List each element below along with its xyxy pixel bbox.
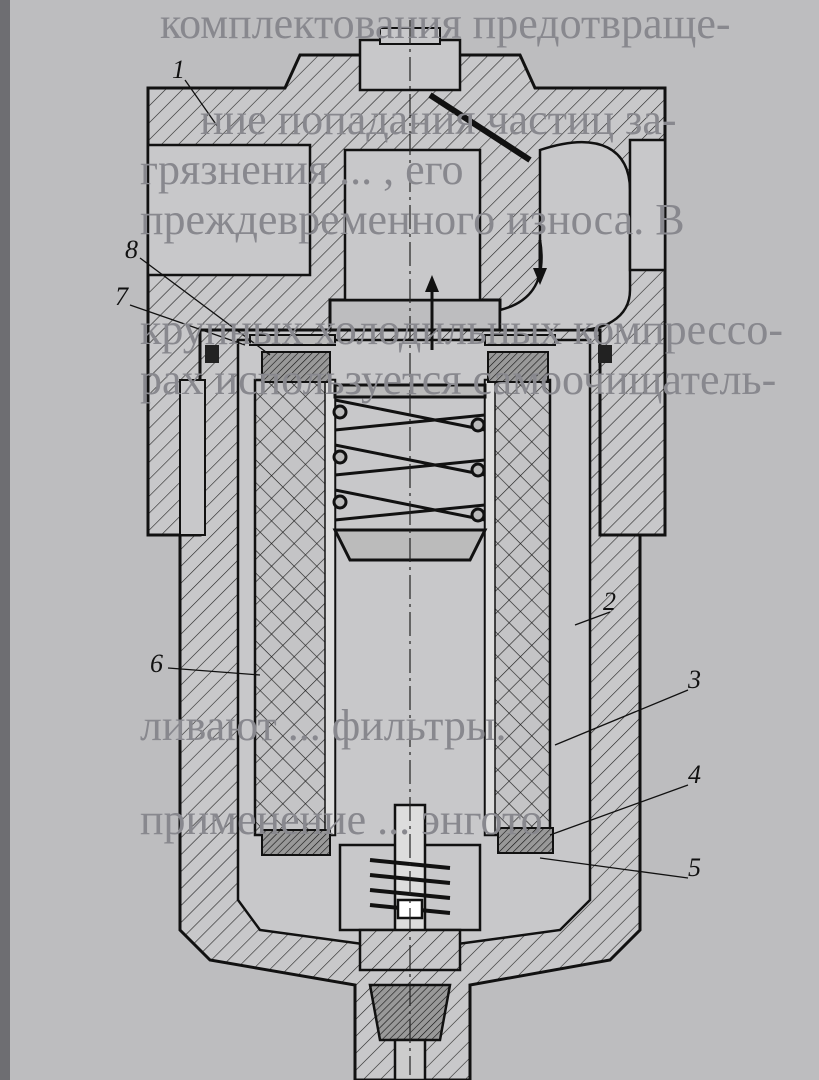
label-3: 3 — [687, 665, 701, 694]
label-7: 7 — [115, 282, 129, 311]
page-edge — [0, 0, 10, 1080]
label-4: 4 — [688, 760, 701, 789]
flow-arrow-up-icon — [425, 275, 439, 350]
leader-lines — [129, 79, 689, 879]
label-1: 1 — [172, 55, 185, 84]
label-5: 5 — [688, 853, 701, 882]
label-6: 6 — [150, 649, 163, 678]
flow-arrow-down-icon — [533, 240, 547, 285]
filter-element-left — [253, 378, 337, 837]
label-8: 8 — [125, 235, 138, 264]
label-2: 2 — [603, 587, 616, 616]
